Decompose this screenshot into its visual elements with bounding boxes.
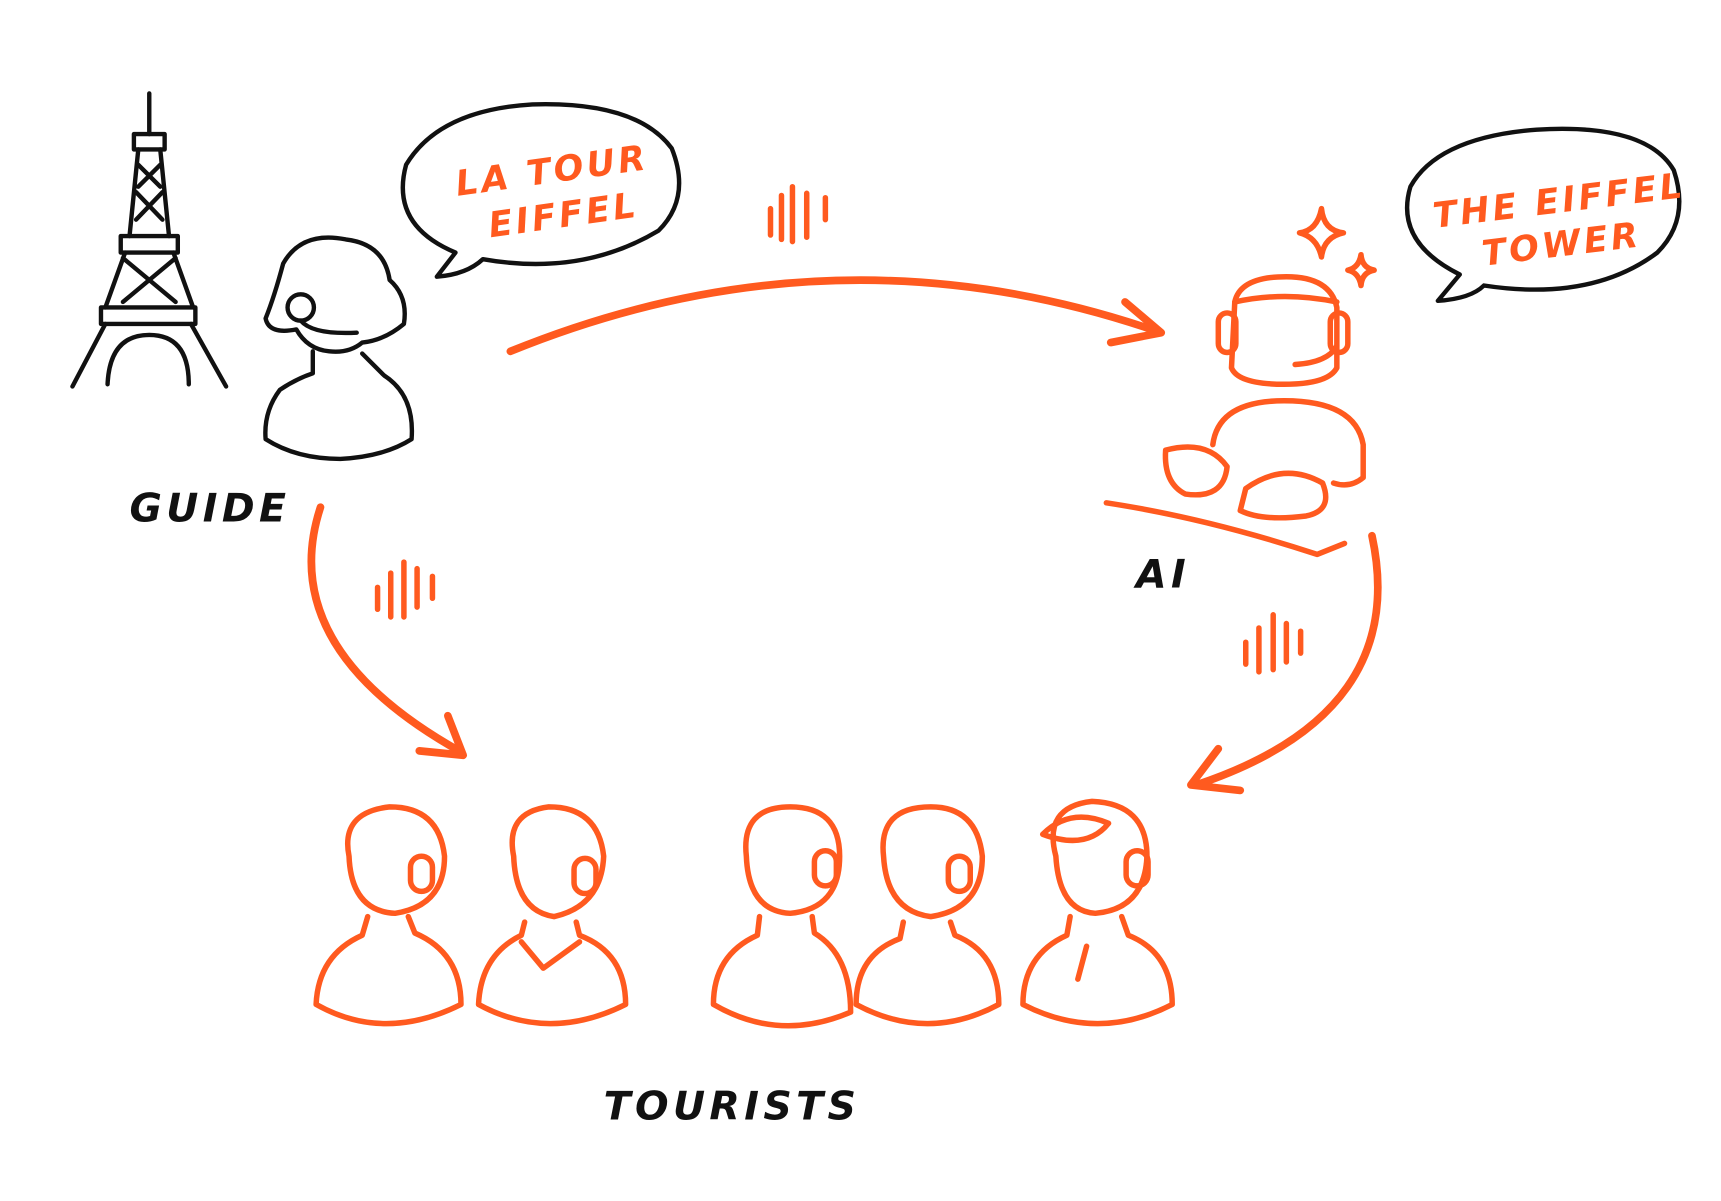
tourist-icon: [313, 804, 464, 1027]
tourist-icon: [475, 804, 629, 1027]
sparkle-icon: [1296, 205, 1377, 289]
arrow-icon: [506, 276, 1166, 356]
tourist-icon: [853, 804, 1002, 1027]
ai-label: AI: [1133, 551, 1190, 597]
guide-person-icon: [263, 235, 415, 462]
ai-speech-bubble: THE EIFFEL TOWER: [1404, 126, 1688, 304]
sound-wave-icon: [374, 559, 436, 620]
guide-label: GUIDE: [130, 485, 291, 531]
ai-robot-icon: [1103, 273, 1366, 558]
arrow-icon: [307, 503, 468, 760]
tourist-icon: [1020, 798, 1175, 1027]
arrow-icon: [1187, 531, 1382, 795]
tourists-label: TOURISTS: [604, 1084, 861, 1130]
sound-wave-icon: [1243, 612, 1304, 675]
tourists-group: [313, 798, 1175, 1029]
tourist-icon: [710, 804, 854, 1029]
eiffel-tower-icon: [70, 91, 229, 389]
guide-speech-bubble: LA TOUR EIFFEL: [400, 101, 682, 279]
sound-wave-icon: [767, 183, 829, 245]
